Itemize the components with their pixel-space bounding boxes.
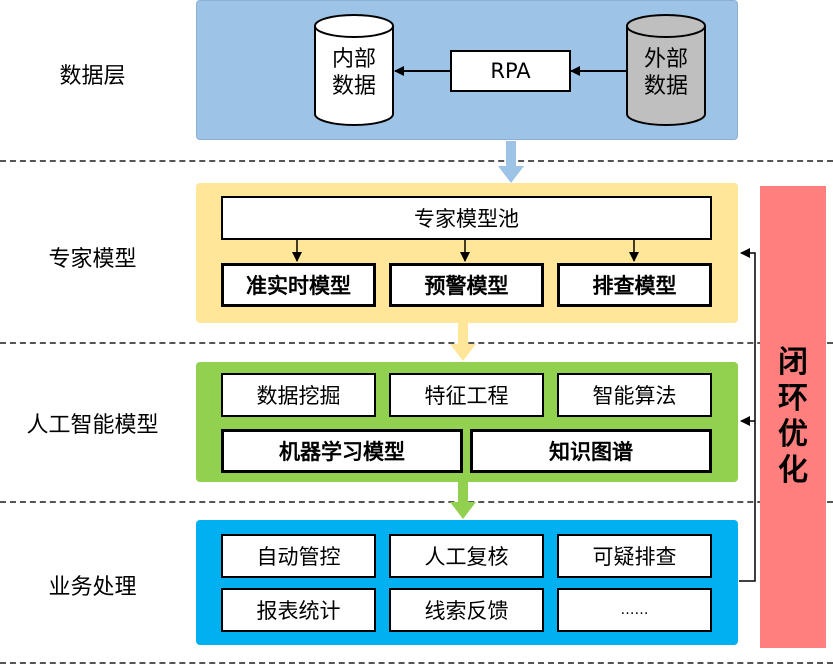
ai-label-2: 特征工程	[424, 384, 509, 408]
layer-label-ai: 人工智能模型	[26, 413, 159, 438]
ai-box-intelligent-algorithm: 智能算法	[557, 373, 712, 417]
ai-box-machine-learning: 机器学习模型	[221, 429, 463, 473]
internal-data-cylinder-icon	[314, 14, 394, 126]
expert-model-box-2: 预警模型	[389, 263, 544, 307]
expert-model-pool-label: 专家模型池	[414, 207, 519, 231]
expert-model-label-2: 预警模型	[424, 274, 509, 298]
closed-loop-panel: 闭环优化	[760, 186, 826, 648]
business-box-3: 可疑排查	[557, 534, 712, 578]
business-box-5: 线索反馈	[389, 588, 544, 632]
business-label-6: ……	[620, 602, 649, 618]
separator-4	[0, 662, 833, 664]
ai-box-data-mining: 数据挖掘	[221, 373, 376, 417]
separator-2	[0, 342, 833, 344]
expert-model-pool-box: 专家模型池	[221, 196, 712, 240]
ai-label-3: 智能算法	[592, 384, 677, 408]
ai-to-business-arrow	[450, 482, 476, 519]
layer-label-business: 业务处理	[48, 575, 137, 600]
business-label-5: 线索反馈	[424, 599, 509, 623]
expert-model-box-3: 排查模型	[557, 263, 712, 307]
data-to-expert-arrow	[498, 141, 524, 183]
rpa-box: RPA	[450, 50, 571, 92]
business-box-1: 自动管控	[221, 534, 376, 578]
business-label-4: 报表统计	[256, 599, 341, 623]
internal-data-label: 内部数据	[321, 46, 387, 100]
ai-label-5: 知识图谱	[549, 440, 633, 464]
expert-model-box-1: 准实时模型	[221, 263, 376, 307]
ai-box-knowledge-graph: 知识图谱	[470, 429, 712, 473]
business-box-4: 报表统计	[221, 588, 376, 632]
separator-3	[0, 501, 833, 503]
external-data-cylinder-icon	[626, 14, 706, 126]
business-label-3: 可疑排查	[592, 545, 677, 569]
layer-label-data: 数据层	[59, 64, 126, 89]
ai-label-4: 机器学习模型	[279, 440, 405, 464]
rpa-label: RPA	[490, 59, 531, 83]
ai-label-1: 数据挖掘	[256, 384, 341, 408]
closed-loop-label: 闭环优化	[778, 345, 808, 488]
expert-model-label-3: 排查模型	[592, 274, 677, 298]
business-label-1: 自动管控	[256, 545, 341, 569]
expert-to-ai-arrow	[450, 323, 476, 361]
internal-data-text: 内部数据	[331, 47, 376, 99]
business-label-2: 人工复核	[424, 545, 509, 569]
feedback-to-expert-arrow	[739, 248, 756, 582]
external-data-text: 外部数据	[643, 47, 688, 99]
separator-1	[0, 160, 833, 162]
external-data-label: 外部数据	[633, 46, 699, 100]
business-box-6: ……	[557, 588, 712, 632]
business-box-2: 人工复核	[389, 534, 544, 578]
layer-label-expert: 专家模型	[48, 247, 137, 272]
ai-box-feature-engineering: 特征工程	[389, 373, 544, 417]
expert-model-label-1: 准实时模型	[246, 274, 351, 298]
